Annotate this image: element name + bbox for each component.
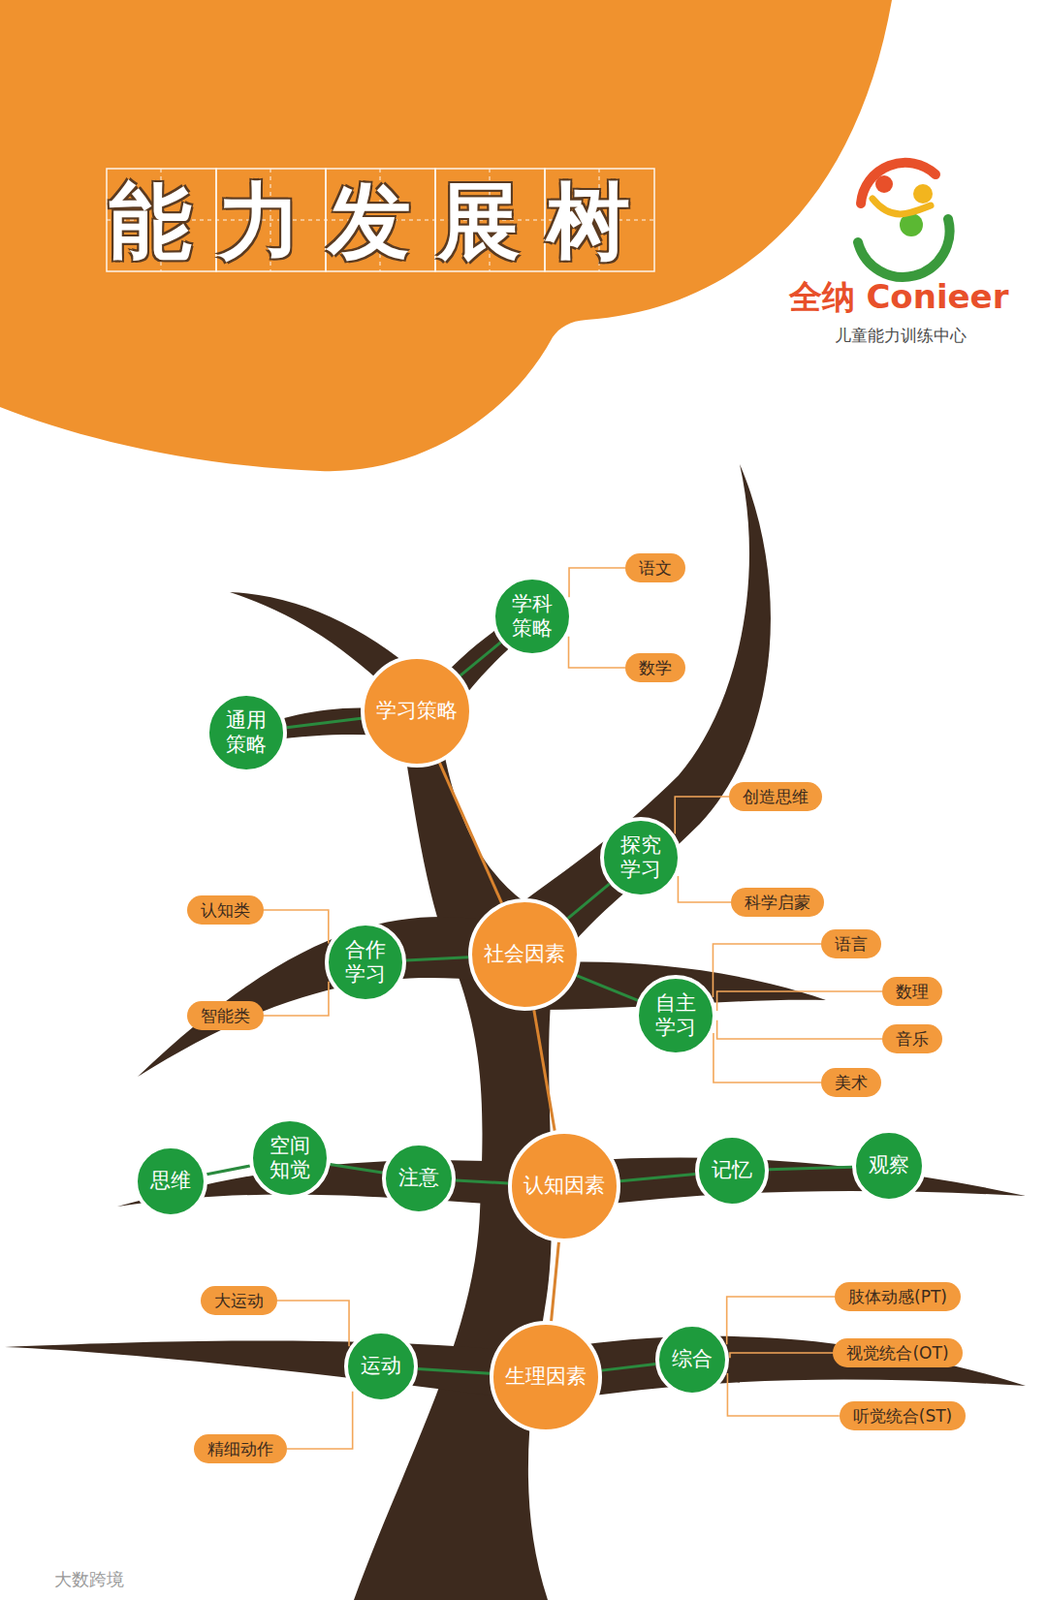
node-text: 创造思维 bbox=[742, 786, 809, 809]
node-text: 自主学习 bbox=[652, 991, 699, 1041]
connector bbox=[713, 1033, 822, 1083]
connector bbox=[717, 991, 883, 1012]
item-pill: 肢体动感(PT) bbox=[834, 1282, 961, 1312]
connector bbox=[569, 636, 626, 668]
skill-circle: 空间知觉 bbox=[249, 1117, 331, 1200]
connector bbox=[727, 1297, 835, 1345]
node-text: 运动 bbox=[360, 1354, 402, 1379]
connector bbox=[460, 642, 502, 677]
node-text: 观察 bbox=[868, 1153, 910, 1178]
item-pill: 认知类 bbox=[187, 895, 264, 925]
skill-circle: 运动 bbox=[344, 1330, 418, 1404]
node-text: 注意 bbox=[398, 1166, 440, 1191]
node-text: 语文 bbox=[638, 557, 672, 580]
skill-circle: 通用策略 bbox=[205, 692, 287, 774]
node-text: 生理因素 bbox=[505, 1364, 587, 1390]
connector bbox=[674, 796, 730, 835]
node-text: 学习策略 bbox=[376, 698, 458, 724]
connector bbox=[620, 1173, 696, 1181]
node-text: 美术 bbox=[834, 1072, 868, 1095]
skill-circle: 记忆 bbox=[695, 1134, 769, 1208]
item-pill: 语言 bbox=[821, 929, 882, 959]
logo-mark bbox=[857, 162, 951, 278]
skill-circle: 探究学习 bbox=[600, 817, 682, 899]
connector bbox=[727, 1373, 839, 1417]
item-pill: 大运动 bbox=[200, 1286, 278, 1316]
node-text: 思维 bbox=[150, 1169, 191, 1194]
skill-circle: 观察 bbox=[852, 1129, 926, 1204]
connector bbox=[729, 1353, 834, 1359]
connector bbox=[551, 1242, 560, 1323]
item-pill: 科学启蒙 bbox=[730, 888, 825, 918]
connector bbox=[206, 1166, 251, 1175]
node-text: 数学 bbox=[638, 657, 672, 680]
node-text: 认知因素 bbox=[523, 1173, 605, 1199]
connector bbox=[717, 1020, 883, 1040]
connector bbox=[677, 876, 731, 903]
brand-name: 全纳 Conieer bbox=[789, 275, 1010, 320]
node-text: 数理 bbox=[895, 981, 929, 1004]
item-pill: 数理 bbox=[882, 977, 943, 1007]
watermark: 大数跨境 bbox=[54, 1568, 125, 1592]
node-text: 空间知觉 bbox=[266, 1134, 314, 1183]
node-text: 语言 bbox=[834, 933, 868, 956]
connector bbox=[768, 1167, 853, 1171]
node-text: 认知类 bbox=[200, 899, 251, 922]
node-text: 音乐 bbox=[895, 1028, 929, 1051]
item-pill: 视觉统合(OT) bbox=[832, 1338, 962, 1368]
node-text: 精细动作 bbox=[207, 1438, 274, 1461]
node-text: 肢体动感(PT) bbox=[848, 1286, 948, 1309]
title: 能力发展树 bbox=[108, 172, 657, 270]
connector bbox=[534, 1010, 555, 1132]
connector bbox=[712, 944, 822, 998]
connector bbox=[602, 1364, 657, 1371]
node-text: 大运动 bbox=[214, 1290, 264, 1313]
connector bbox=[568, 884, 610, 920]
connector bbox=[329, 1165, 382, 1174]
connector bbox=[576, 976, 638, 1002]
item-pill: 听觉统合(ST) bbox=[839, 1401, 966, 1431]
node-text: 视觉统合(OT) bbox=[846, 1342, 949, 1365]
category-circle: 社会因素 bbox=[468, 898, 581, 1012]
skill-circle: 注意 bbox=[381, 1142, 456, 1216]
node-text: 探究学习 bbox=[617, 833, 665, 883]
item-pill: 数学 bbox=[625, 653, 686, 683]
node-text: 智能类 bbox=[200, 1005, 251, 1028]
item-pill: 智能类 bbox=[187, 1001, 264, 1031]
skill-circle: 学科策略 bbox=[491, 575, 573, 658]
connector bbox=[286, 1392, 353, 1450]
node-text: 社会因素 bbox=[483, 942, 566, 967]
connector bbox=[417, 1368, 490, 1374]
item-pill: 创造思维 bbox=[729, 782, 823, 812]
connector bbox=[455, 1180, 508, 1184]
node-text: 科学启蒙 bbox=[744, 891, 811, 915]
node-text: 听觉统合(ST) bbox=[853, 1405, 952, 1428]
connector bbox=[439, 762, 502, 904]
skill-circle: 综合 bbox=[655, 1323, 730, 1397]
node-text: 学科策略 bbox=[508, 592, 556, 641]
item-pill: 精细动作 bbox=[193, 1434, 287, 1464]
node-text: 合作学习 bbox=[342, 938, 389, 987]
skill-circle: 自主学习 bbox=[634, 975, 717, 1057]
connector bbox=[406, 957, 469, 961]
connector bbox=[277, 1300, 350, 1347]
category-circle: 生理因素 bbox=[489, 1321, 603, 1434]
item-pill: 语文 bbox=[625, 553, 686, 583]
skill-circle: 思维 bbox=[133, 1144, 208, 1219]
brand-subtitle: 儿童能力训练中心 bbox=[834, 324, 967, 348]
connector bbox=[263, 982, 329, 1016]
connector bbox=[286, 718, 362, 729]
node-text: 通用策略 bbox=[222, 708, 270, 758]
category-circle: 认知因素 bbox=[507, 1130, 621, 1243]
node-text: 记忆 bbox=[711, 1158, 753, 1183]
orange-blob bbox=[0, 0, 892, 472]
item-pill: 音乐 bbox=[882, 1024, 943, 1054]
item-pill: 美术 bbox=[821, 1068, 882, 1098]
connector bbox=[263, 910, 329, 944]
skill-circle: 合作学习 bbox=[324, 921, 407, 1004]
category-circle: 学习策略 bbox=[360, 655, 474, 768]
connector bbox=[569, 568, 626, 598]
tree bbox=[4, 464, 1026, 1600]
node-text: 综合 bbox=[671, 1347, 713, 1372]
